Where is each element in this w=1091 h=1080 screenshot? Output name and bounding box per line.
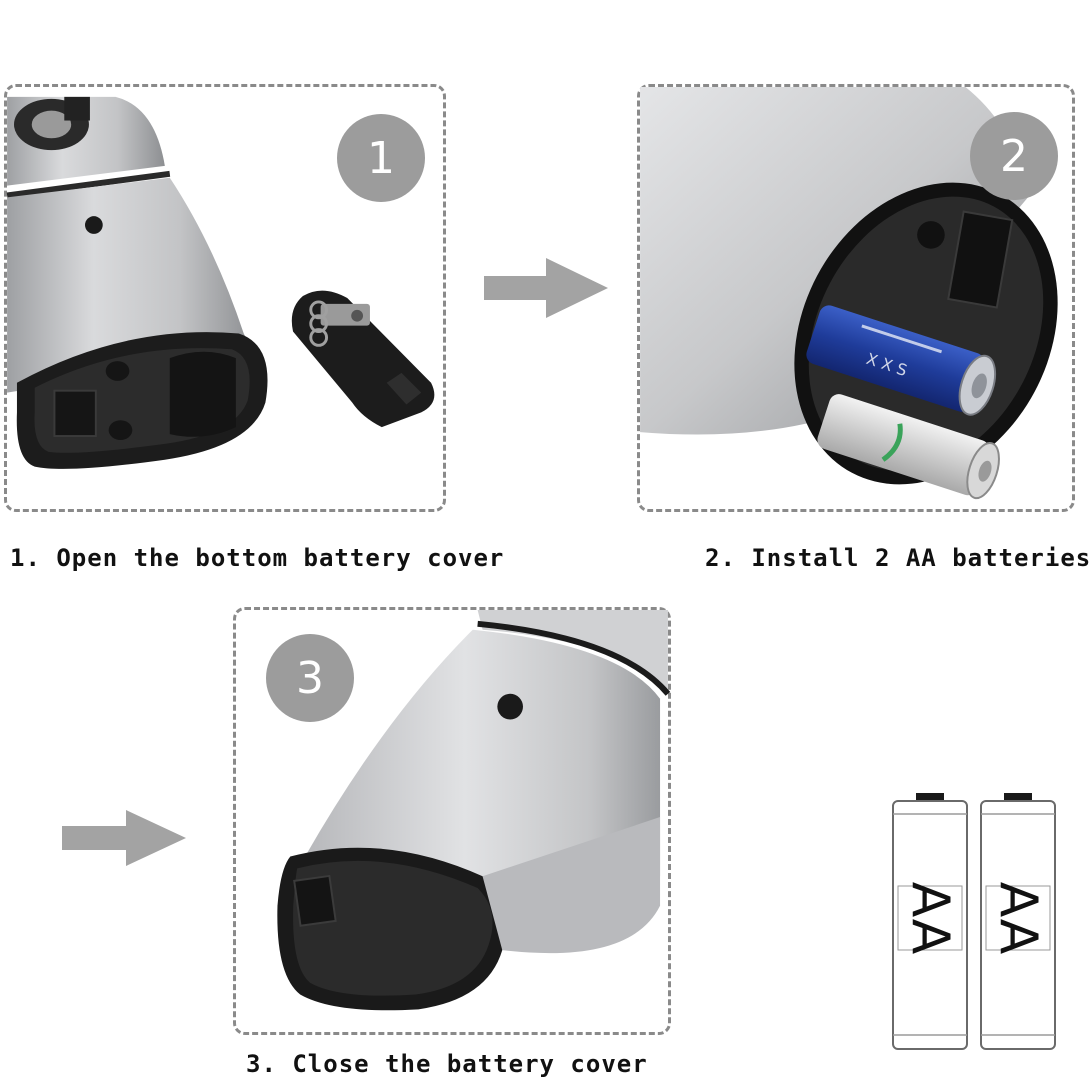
- device-install-batteries-image: X X S: [640, 87, 1058, 500]
- device-closed-cover-image: [277, 610, 671, 1011]
- step-1-caption: 1. Open the bottom battery cover: [10, 544, 505, 572]
- battery-aa-label: AA: [900, 881, 960, 955]
- battery-icon: AA: [890, 790, 970, 1052]
- step-1-number-badge: 1: [337, 114, 425, 202]
- step-1-panel: 1: [4, 84, 446, 512]
- step-3-caption: 3. Close the battery cover: [246, 1050, 648, 1078]
- step-2-panel: X X S 2: [637, 84, 1075, 512]
- step-2-caption: 2. Install 2 AA batteries: [705, 544, 1091, 572]
- aa-batteries-illustration: AA AA: [890, 790, 1060, 1052]
- battery-aa-label: AA: [988, 881, 1048, 955]
- battery-icon: AA: [978, 790, 1058, 1052]
- arrow-right-icon: [484, 258, 608, 318]
- step-3-number-badge: 3: [266, 634, 354, 722]
- step-3-panel: 3: [233, 607, 671, 1035]
- device-open-cover-image: [6, 96, 435, 469]
- step-2-number-badge: 2: [970, 112, 1058, 200]
- arrow-right-icon: [62, 810, 186, 866]
